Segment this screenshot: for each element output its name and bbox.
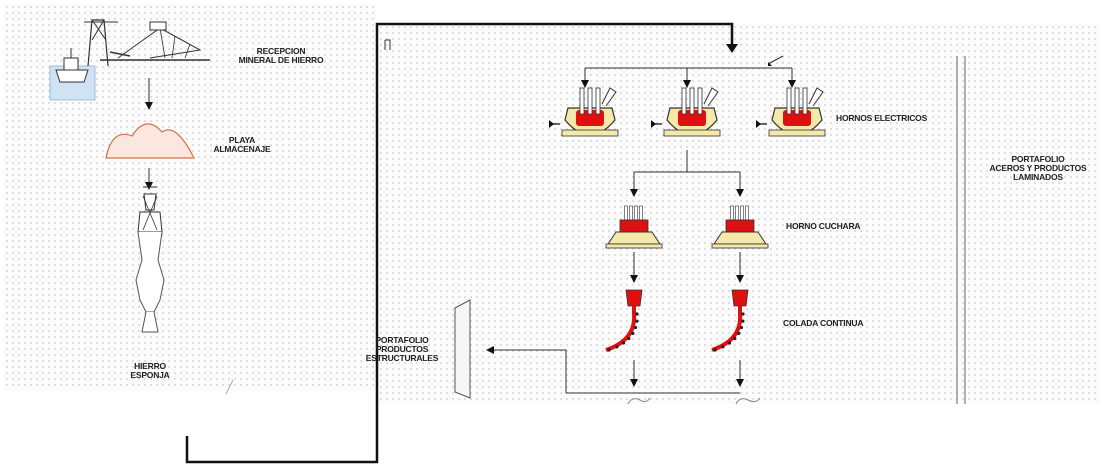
corner-mark [384, 39, 391, 50]
ship-crane-icon [49, 19, 210, 101]
input-tick [767, 55, 784, 65]
label-colada-continua: COLADA CONTINUA [783, 318, 864, 328]
continuous-caster-icon [605, 289, 643, 352]
label-hornos-electricos: HORNOS ELECTRICOS [836, 113, 928, 123]
electric-arc-furnace-icon [756, 87, 826, 137]
ladle-furnace-icon [711, 205, 769, 249]
main-connector [185, 22, 734, 464]
connector-arrowhead [726, 44, 738, 53]
ladle-furnace-icon [605, 205, 663, 249]
structural-portfolio-shape [454, 299, 471, 399]
reduction-reactor-icon [135, 193, 165, 333]
arrow-to-structural [486, 346, 567, 393]
stockpile-icon [105, 123, 195, 159]
electric-arc-furnace-icon [651, 87, 721, 137]
rolling-mill-icon [627, 397, 761, 405]
steel-mill-panel [378, 24, 1100, 404]
continuous-caster-icon [711, 289, 749, 352]
mark [225, 379, 234, 395]
label-horno-cuchara: HORNO CUCHARA [786, 221, 861, 231]
electric-arc-furnace-icon [549, 87, 619, 137]
